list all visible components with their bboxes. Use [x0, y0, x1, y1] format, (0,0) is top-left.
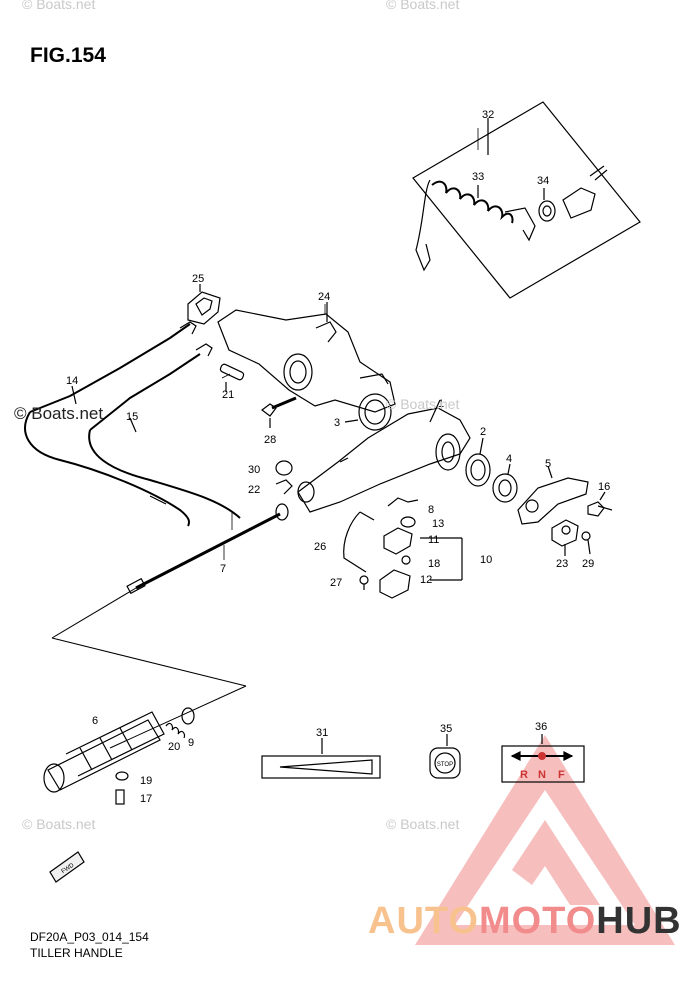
callout-33: 33: [472, 171, 484, 183]
callout-20: 20: [168, 741, 180, 753]
callout-2: 2: [480, 426, 486, 438]
decal-r-text: R: [520, 769, 528, 781]
decal-f-text: F: [558, 769, 565, 781]
bolt-28: [261, 396, 297, 428]
watermark-bottom-left: © Boats.net: [22, 816, 96, 832]
switch-base-12: [379, 569, 411, 599]
callout-35: 35: [440, 723, 452, 735]
callout-labels: 1 2 3 4 5 6 7 8 9 10 11 12 13 14 15 16 1…: [66, 109, 610, 805]
callout-23: 23: [556, 558, 568, 570]
callout-7: 7: [220, 563, 226, 575]
callout-3: 3: [334, 417, 340, 429]
brand-part-2: MOTO: [478, 900, 597, 942]
washer-13: [400, 516, 416, 528]
callout-28: 28: [264, 434, 276, 446]
screw-18: [401, 555, 411, 565]
callout-27: 27: [330, 577, 342, 589]
clip-22: [275, 479, 293, 495]
callout-15: 15: [126, 411, 138, 423]
callout-9: 9: [188, 737, 194, 749]
watermark-bottom-right: © Boats.net: [386, 816, 460, 832]
callout-6: 6: [92, 715, 98, 727]
decal-n-text: N: [538, 769, 546, 781]
throttle-cable-14: [24, 321, 197, 527]
plate-23: [551, 519, 579, 556]
callout-36: 36: [535, 721, 547, 733]
callout-1: 1: [438, 398, 444, 410]
figure-title: FIG.154: [30, 44, 106, 67]
callout-4: 4: [506, 453, 512, 465]
callout-18: 18: [428, 558, 440, 570]
kit-box-32: [412, 101, 641, 299]
callout-17: 17: [140, 793, 152, 805]
callout-8: 8: [428, 504, 434, 516]
callout-13: 13: [432, 518, 444, 530]
throttle-cable-15: [71, 343, 241, 519]
pin-21: [219, 363, 245, 392]
callout-22: 22: [248, 484, 260, 496]
callout-30: 30: [248, 464, 260, 476]
callout-10: 10: [480, 554, 492, 566]
callout-11: 11: [428, 534, 439, 546]
watermark-mid-left: © Boats.net: [14, 404, 104, 423]
watermark-top-left: © Boats.net: [22, 0, 96, 12]
tiller-bracket-24: [217, 302, 396, 413]
decal-31: [261, 738, 381, 779]
switch-11: [383, 527, 413, 555]
fwd-arrow-icon: [49, 851, 85, 883]
rod-26: [343, 511, 375, 573]
washer-19: [115, 771, 129, 781]
watermark-top-right: © Boats.net: [386, 0, 460, 12]
callout-12: 12: [420, 574, 432, 586]
callout-14: 14: [66, 375, 78, 387]
shaft-7: [126, 503, 289, 595]
callout-34: 34: [537, 175, 549, 187]
brand-logo-triangle: [415, 735, 675, 945]
callout-26: 26: [314, 541, 326, 553]
ring-3: [344, 393, 392, 431]
brand-logo-text: AUTOMOTOHUB: [368, 900, 682, 943]
brand-part-1: AUTO: [368, 900, 479, 942]
stop-decal-35: [429, 734, 461, 779]
bushing-4: [492, 463, 518, 503]
callout-21: 21: [222, 389, 234, 401]
decal-stop-text: STOP: [437, 762, 453, 768]
callout-19: 19: [140, 775, 152, 787]
callout-31: 31: [316, 727, 328, 739]
footer-name: TILLER HANDLE: [30, 946, 123, 960]
screw-17: [115, 789, 125, 805]
bolt-16: [587, 491, 613, 517]
callout-32: 32: [482, 109, 494, 121]
footer-code: DF20A_P03_014_154: [30, 930, 149, 944]
tiller-arm-1: [297, 399, 471, 513]
plug-30: [275, 460, 293, 476]
throttle-grip-6: [43, 711, 165, 793]
assembly-guide-lines: [51, 587, 247, 749]
callout-25: 25: [192, 273, 204, 285]
decal-neutral-dot: [538, 752, 546, 760]
plug-9: [181, 707, 195, 725]
screw-29: [581, 531, 591, 555]
watermark-mid-right: © Boats.net: [386, 396, 460, 412]
leader-lines: [221, 128, 479, 560]
screw-27: [359, 575, 369, 590]
stopper-5: [517, 465, 589, 525]
part-25: [187, 284, 221, 325]
washer-2: [465, 437, 491, 487]
callout-5: 5: [545, 458, 551, 470]
brand-part-3: HUB: [596, 900, 682, 942]
spring-8: [387, 497, 419, 507]
callout-16: 16: [598, 481, 610, 493]
callout-24: 24: [318, 291, 330, 303]
bracket-10-lines: [420, 537, 463, 581]
spring-20: [165, 722, 186, 739]
callout-29: 29: [582, 558, 594, 570]
